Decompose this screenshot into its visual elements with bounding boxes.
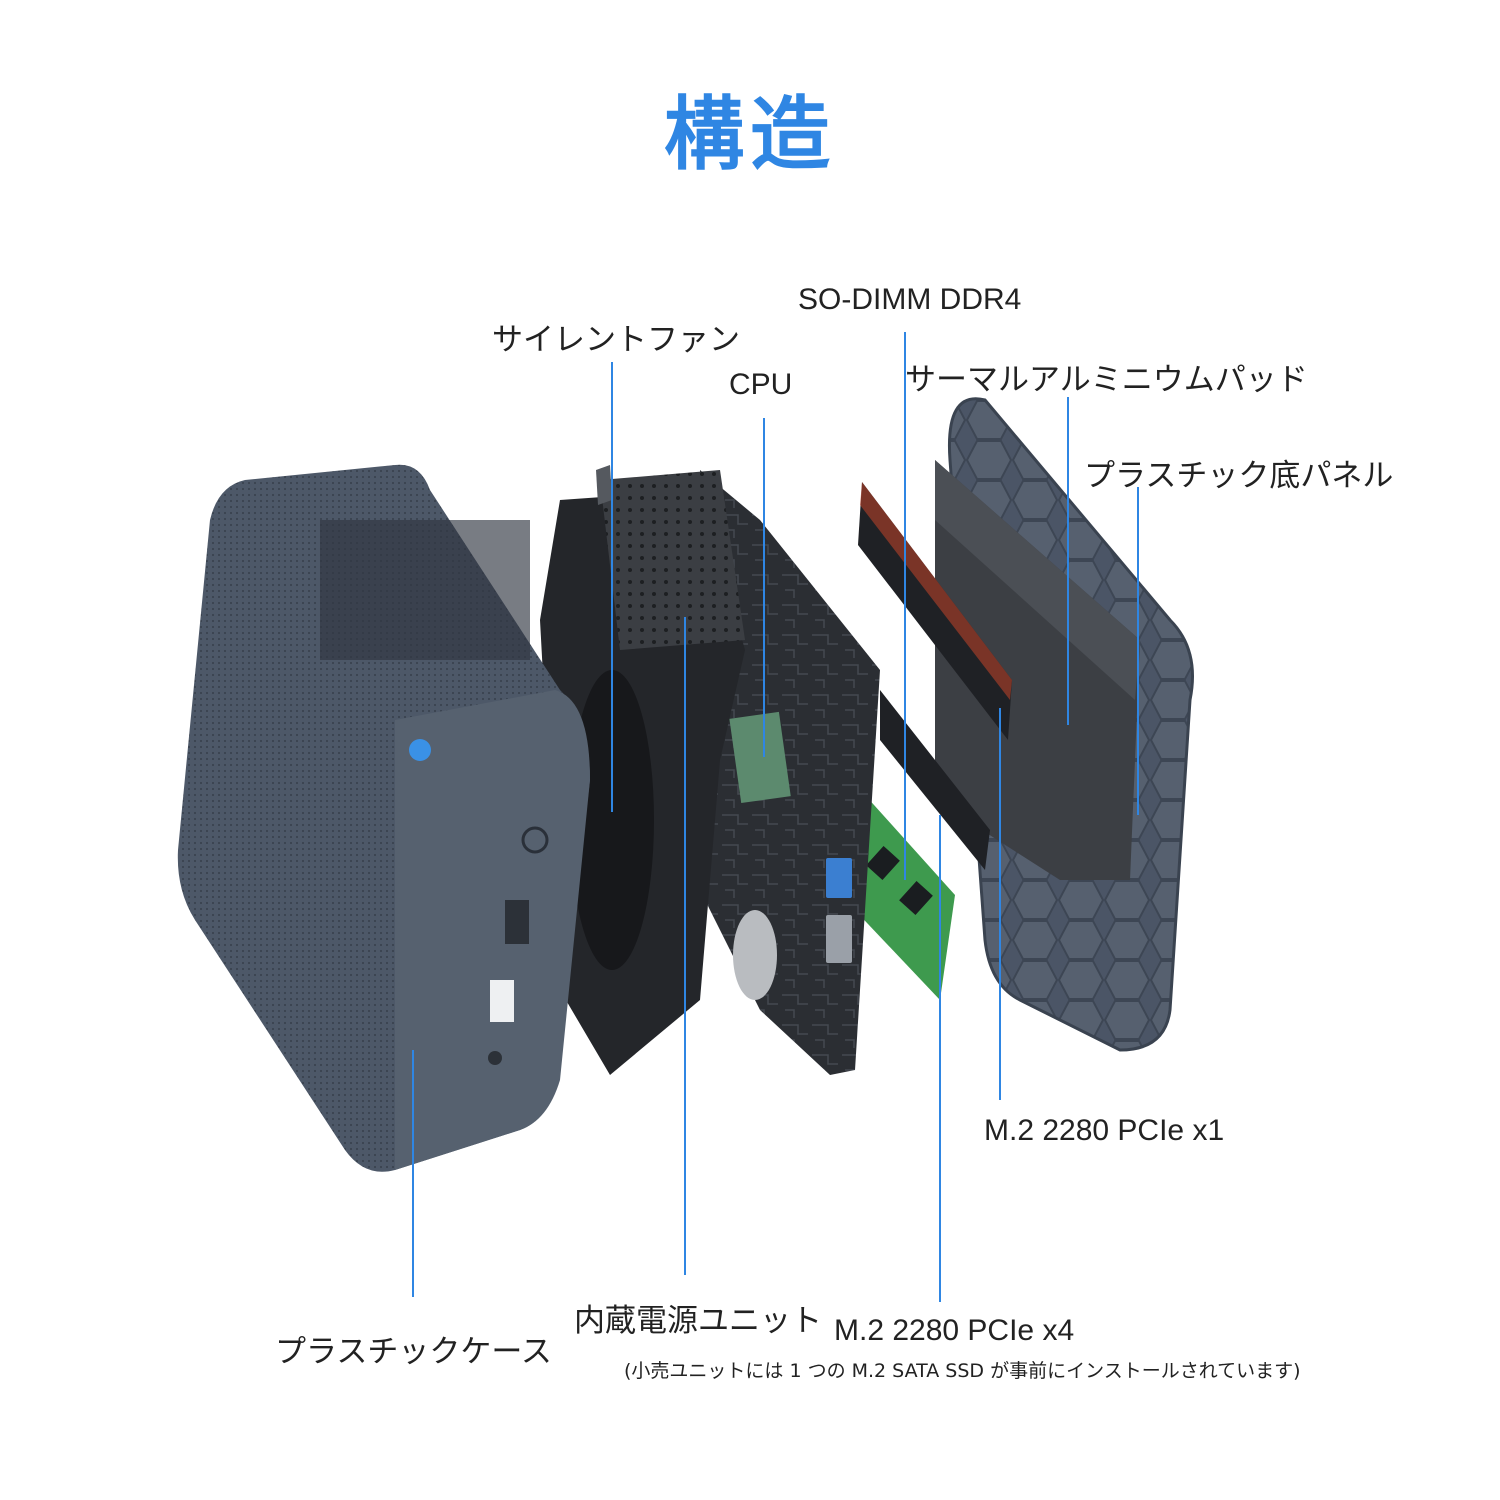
label-m2-pcie-x1: M.2 2280 PCIe x1: [984, 1114, 1225, 1147]
retail-unit-note: (小売ユニットには 1 つの M.2 SATA SSD が事前にインストールされ…: [624, 1360, 1301, 1382]
ssd-module-shape: [858, 482, 1012, 870]
thermal-pad-shape: [935, 460, 1140, 880]
label-silent-fan: サイレントファン: [492, 322, 740, 358]
fan-heatsink-shape: [540, 465, 745, 1075]
label-bottom-panel: プラスチック底パネル: [1084, 458, 1394, 494]
page-title: 構造: [664, 88, 836, 181]
ram-stick-shape: [850, 795, 955, 1000]
motherboard-shape: [700, 470, 880, 1075]
label-power-unit: 内蔵電源ユニット: [574, 1303, 822, 1339]
label-plastic-case: プラスチックケース: [275, 1334, 552, 1370]
label-cpu: CPU: [729, 368, 793, 401]
label-m2-pcie-x4: M.2 2280 PCIe x4: [834, 1314, 1075, 1347]
plastic-case-shape: [177, 464, 591, 1172]
label-thermal-pad: サーマルアルミニウムパッド: [905, 362, 1308, 398]
label-so-dimm: SO-DIMM DDR4: [798, 283, 1022, 316]
